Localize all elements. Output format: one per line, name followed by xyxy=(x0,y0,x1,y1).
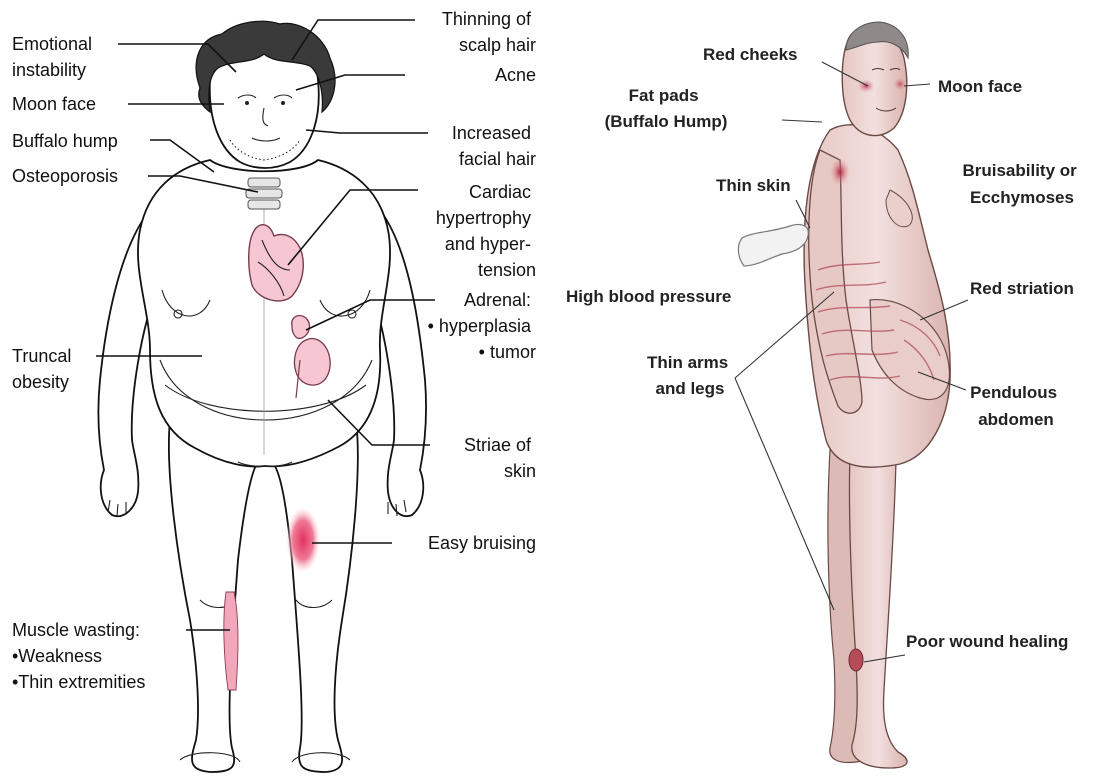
right-diagram: Red cheeks Moon face Fat pads (Buffalo H… xyxy=(566,22,1082,768)
label-bruisability: Bruisability or Ecchymoses xyxy=(962,161,1081,207)
label-fat-pads: Fat pads (Buffalo Hump) xyxy=(605,86,728,131)
vertebrae-icon xyxy=(246,178,282,209)
label-red-striation: Red striation xyxy=(970,279,1074,298)
label-acne: Acne xyxy=(495,65,536,85)
glove-icon xyxy=(738,224,808,266)
right-figure xyxy=(738,22,950,768)
label-thin-skin: Thin skin xyxy=(716,176,791,195)
bruise-icon xyxy=(286,507,320,573)
ecchymosis-icon xyxy=(830,158,850,186)
label-truncal-obesity: Truncal obesity xyxy=(12,346,76,392)
label-thinning-hair: Thinning of scalp hair xyxy=(442,9,536,55)
label-emotional-instability: Emotional instability xyxy=(12,34,97,80)
adrenal-gland-icon xyxy=(292,316,310,339)
label-red-cheeks: Red cheeks xyxy=(703,45,798,64)
label-adrenal: Adrenal: • hyperplasia • tumor xyxy=(428,290,536,362)
left-figure xyxy=(98,21,426,772)
label-osteoporosis: Osteoporosis xyxy=(12,166,118,186)
label-pendulous-abdomen: Pendulous abdomen xyxy=(970,383,1062,429)
label-cardiac: Cardiac hypertrophy and hyper- tension xyxy=(436,182,536,280)
label-moon-face-right: Moon face xyxy=(938,77,1022,96)
label-poor-wound-healing: Poor wound healing xyxy=(906,632,1068,651)
left-diagram: Thinning of scalp hair Emotional instabi… xyxy=(12,9,536,772)
label-striae: Striae of skin xyxy=(464,435,536,481)
label-high-blood-pressure: High blood pressure xyxy=(566,287,731,306)
label-increased-facial-hair: Increased facial hair xyxy=(452,123,536,169)
muscle-wasting-icon xyxy=(224,592,238,690)
label-buffalo-hump: Buffalo hump xyxy=(12,131,118,151)
wound-icon xyxy=(849,649,863,671)
label-thin-arms-legs: Thin arms and legs xyxy=(647,353,733,398)
label-easy-bruising: Easy bruising xyxy=(428,533,536,553)
label-muscle-wasting: Muscle wasting: •Weakness •Thin extremit… xyxy=(12,620,145,692)
label-moon-face: Moon face xyxy=(12,94,96,114)
